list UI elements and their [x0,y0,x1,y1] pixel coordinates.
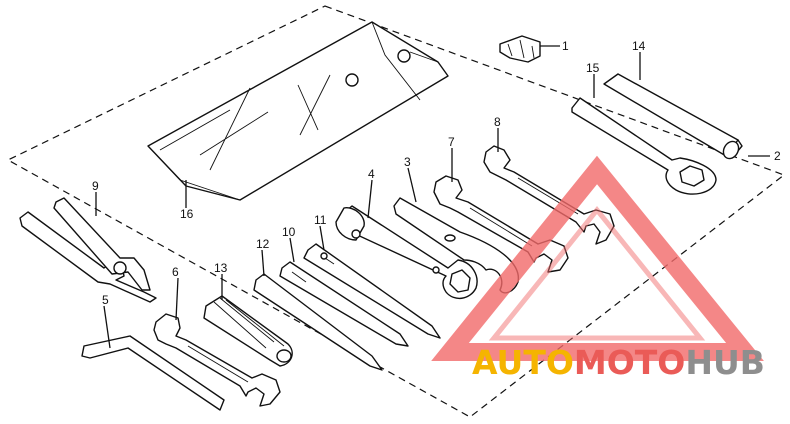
part-14-case [603,73,743,160]
part-15-box-wrench [571,97,717,195]
callout-13: 13 [214,261,228,275]
part-16-tool-bag [147,21,449,201]
callout-16: 16 [180,207,194,221]
part-4-socket-wrench [335,205,478,299]
callout-8: 8 [494,115,501,129]
callout-numbers: 1 2 3 4 5 6 7 8 9 10 11 12 13 14 15 16 [92,39,781,307]
callout-10: 10 [282,225,296,239]
watermark-auto: AUTO [472,343,574,382]
callout-9: 9 [92,179,99,193]
callout-15: 15 [586,61,600,75]
callout-12: 12 [256,237,270,251]
callout-3: 3 [404,155,411,169]
part-6-wrench [153,313,281,407]
watermark-hub: HUB [685,343,765,382]
callout-2: 2 [774,149,781,163]
callout-4: 4 [368,167,375,181]
watermark-logo [431,155,764,361]
watermark-moto: MOTO [574,343,685,382]
part-11-screwdriver [303,243,441,339]
callout-5: 5 [102,293,109,307]
kit-frame [6,5,786,418]
callout-14: 14 [632,39,646,53]
part-9-pliers [19,197,157,303]
part-1-clip [499,35,541,63]
leader-lines [95,45,770,349]
callout-11: 11 [314,213,327,227]
part-13-handle [203,295,293,367]
watermark-text: AUTOMOTOHUB [472,343,765,382]
callout-1: 1 [562,39,569,53]
callout-6: 6 [172,265,179,279]
part-5-hex-key [81,335,225,411]
callout-7: 7 [448,135,455,149]
watermark-triangle [431,155,764,361]
part-10-screwdriver-bit [279,261,409,347]
